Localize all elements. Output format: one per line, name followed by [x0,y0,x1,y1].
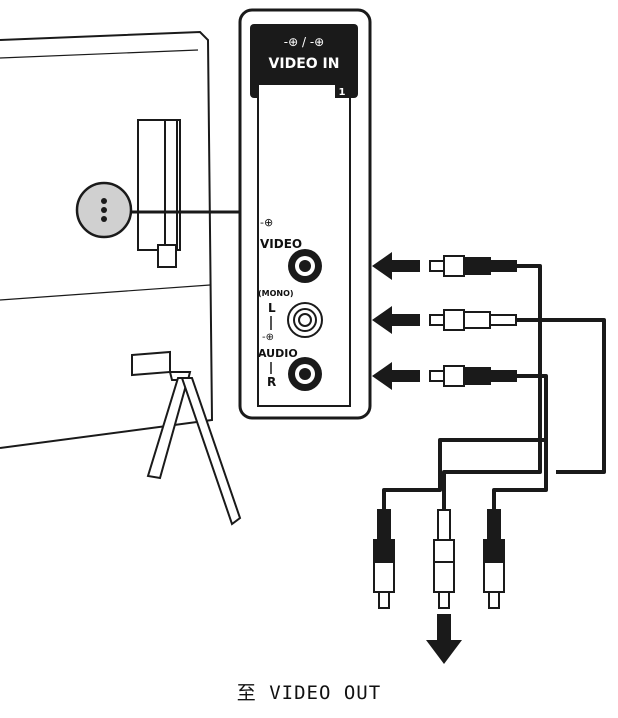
right-channel-label: R [267,375,276,389]
rca-plug-out-video [433,509,455,609]
zoom-callout [75,181,246,239]
panel-inner [257,83,351,407]
arrow-down-icon [426,614,462,664]
rca-plug-video [429,255,517,277]
audio-label: AUDIO [258,347,298,360]
video-out-caption: 至 VIDEO OUT [236,682,382,704]
video-jack-label: VIDEO [260,237,302,251]
audio-input-icon: -⊕ [262,332,274,343]
panel-header [250,24,358,98]
mono-label: (MONO) [258,289,294,298]
audio-right-jack [288,357,322,391]
video-in-panel [238,8,372,420]
cables [382,264,606,510]
rca-plug-audio-left [429,309,517,331]
tv-back [0,30,214,449]
arrow-left-icon [372,252,420,390]
rca-plug-out-left [373,509,395,609]
rca-plug-audio-right [429,365,517,387]
rca-plug-out-right [483,509,505,609]
input-icon: -⊕ [260,216,273,229]
audio-left-jack [287,302,323,338]
port-number: 1 [339,87,346,98]
video-jack [288,249,322,283]
tv-stand [146,371,242,526]
left-channel-label: L [268,301,276,315]
panel-title: VIDEO IN [269,56,340,72]
panel-input-symbols: -⊕ / -⊕ [284,35,324,49]
